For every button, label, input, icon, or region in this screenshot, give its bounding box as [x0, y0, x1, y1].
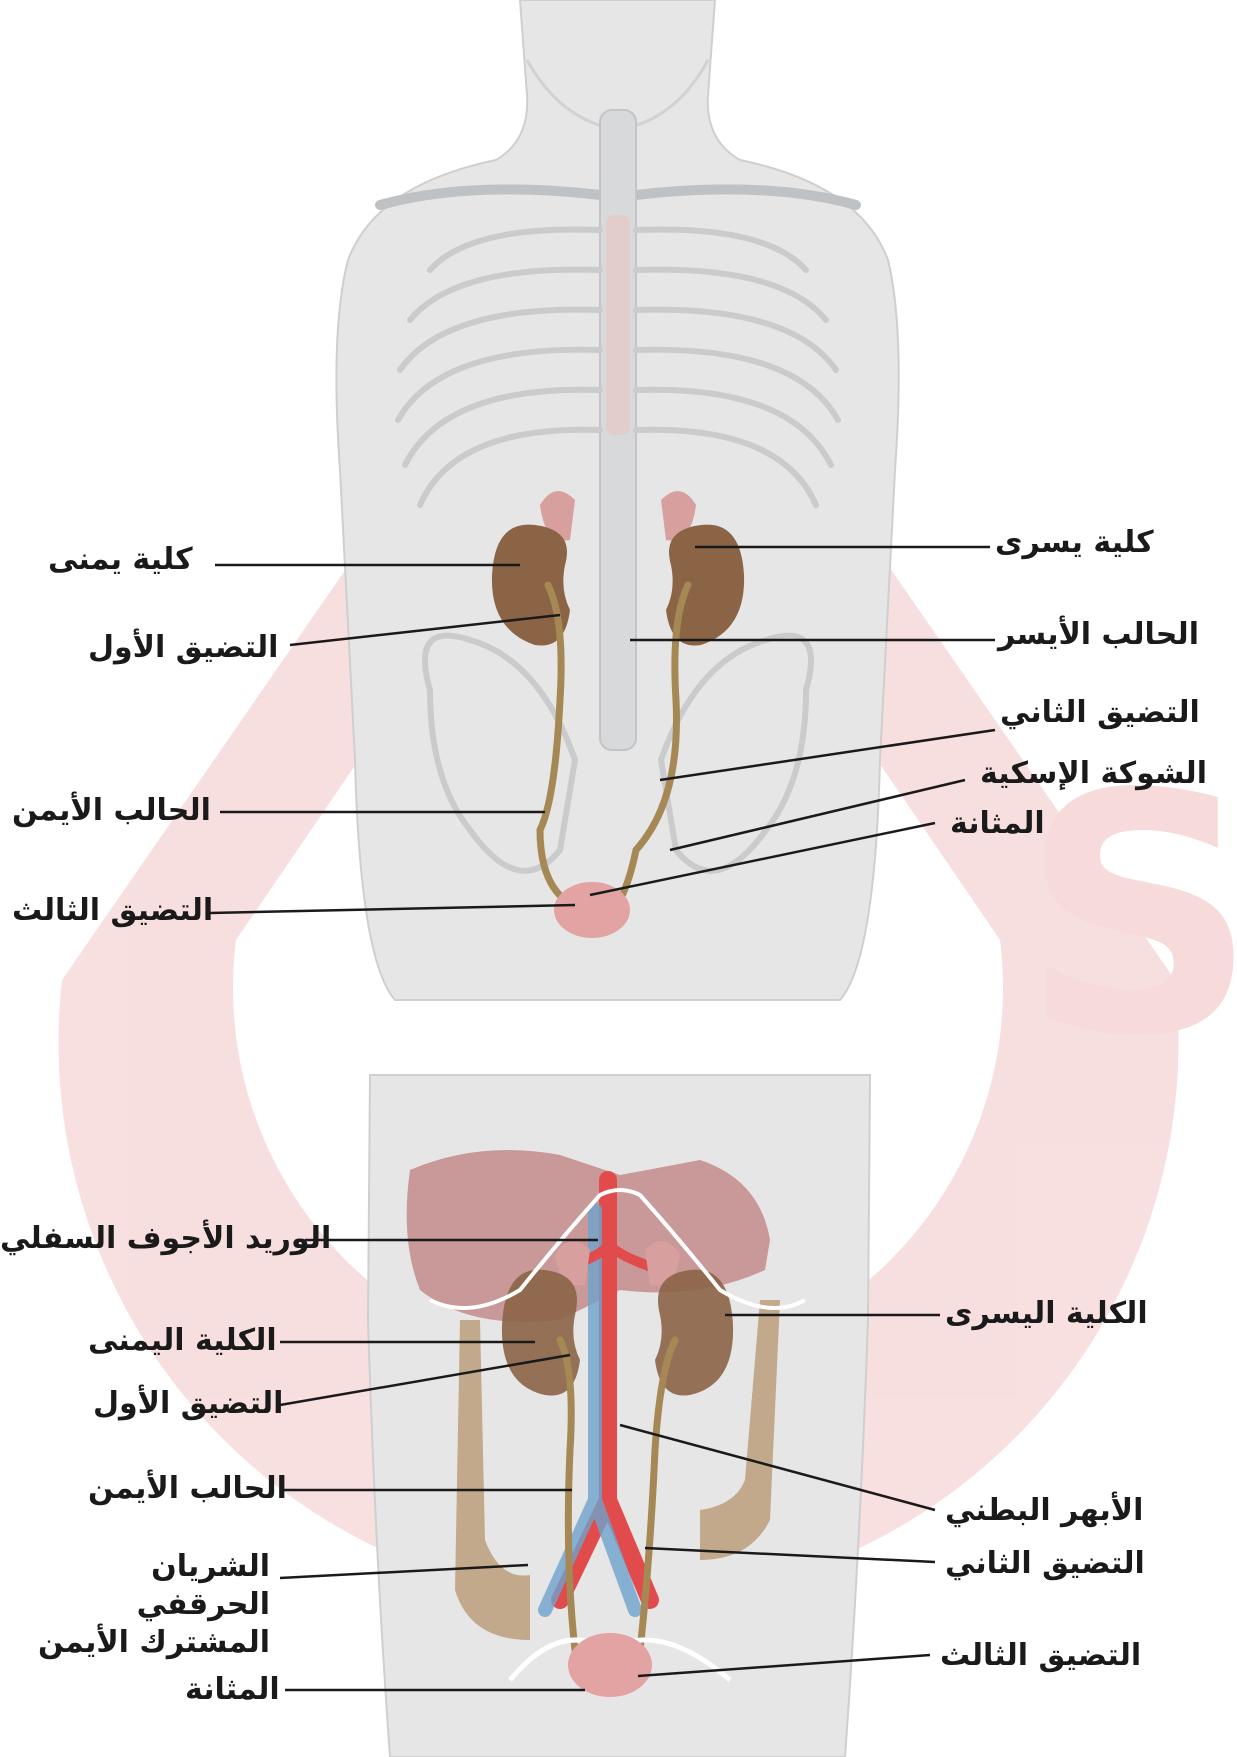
label-abdominal-aorta: الأبهر البطني — [945, 1493, 1143, 1529]
top-torso-figure — [336, 0, 898, 1000]
label-right-ureter-bottom: الحالب الأيمن — [88, 1471, 287, 1507]
label-left-kidney-bottom: الكلية اليسرى — [945, 1296, 1148, 1332]
label-left-kidney: كلية يسرى — [995, 525, 1154, 561]
label-left-ureter: الحالب الأيسر — [998, 617, 1199, 653]
label-right-ureter: الحالب الأيمن — [12, 793, 211, 829]
label-second-narrowing-bottom: التضيق الثاني — [945, 1546, 1145, 1582]
label-first-narrowing-bottom: التضيق الأول — [93, 1386, 283, 1422]
label-bladder-bottom: المثانة — [185, 1672, 280, 1708]
label-third-narrowing-bottom: التضيق الثالث — [940, 1638, 1141, 1674]
label-ivc: الوريد الأجوف السفلي — [0, 1221, 331, 1257]
label-right-common-iliac: الشريان الحرقفي المشترك الأيمن — [30, 1548, 270, 1662]
label-first-narrowing: التضيق الأول — [88, 630, 278, 666]
label-third-narrowing: التضيق الثالث — [12, 893, 213, 929]
label-ischial-spine: الشوكة الإسكية — [980, 756, 1207, 792]
label-right-kidney-bottom: الكلية اليمنى — [88, 1323, 277, 1359]
label-right-kidney: كلية يمنى — [48, 542, 193, 578]
bottom-abdomen-figure — [368, 1075, 870, 1757]
label-second-narrowing: التضيق الثاني — [1000, 695, 1200, 731]
label-bladder-top: المثانة — [950, 806, 1045, 842]
